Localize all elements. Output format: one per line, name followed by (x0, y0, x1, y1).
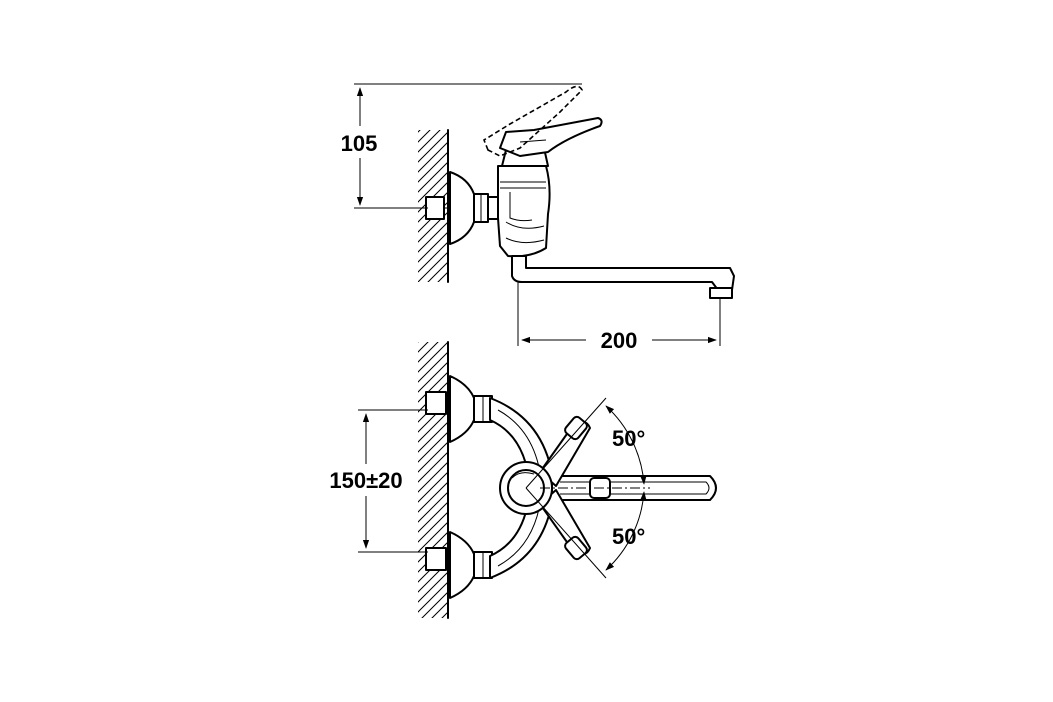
side-view: 105 200 (330, 83, 735, 356)
dimension-label-angle-upper: 50° (612, 426, 645, 451)
dimension-label-angle-lower: 50° (612, 524, 645, 549)
top-view: 50° 50° 150±20 (318, 341, 717, 619)
top-view-body-crescent (489, 397, 555, 579)
side-view-escutcheon (449, 171, 475, 245)
dimension-label-150: 150±20 (329, 468, 402, 493)
dimension-spout-reach: 200 (517, 282, 721, 356)
side-view-faucet-body (497, 165, 551, 258)
top-view-wall (418, 341, 449, 619)
side-view-lever-raised (483, 85, 583, 157)
top-view-inlet-lower (425, 547, 447, 571)
top-view-escutcheon-lower (449, 531, 475, 599)
dimension-inlet-spacing: 150±20 (318, 409, 428, 553)
side-view-aerator (709, 287, 733, 299)
side-view-lever (499, 117, 603, 157)
dimension-label-200: 200 (601, 328, 638, 353)
side-view-spout (511, 255, 735, 291)
top-view-inlet-upper (425, 391, 447, 415)
side-view-inlet-stub (425, 196, 445, 220)
dimension-label-105: 105 (341, 131, 378, 156)
top-view-escutcheon-upper (449, 375, 475, 443)
dimension-lever-height: 105 (330, 83, 582, 209)
